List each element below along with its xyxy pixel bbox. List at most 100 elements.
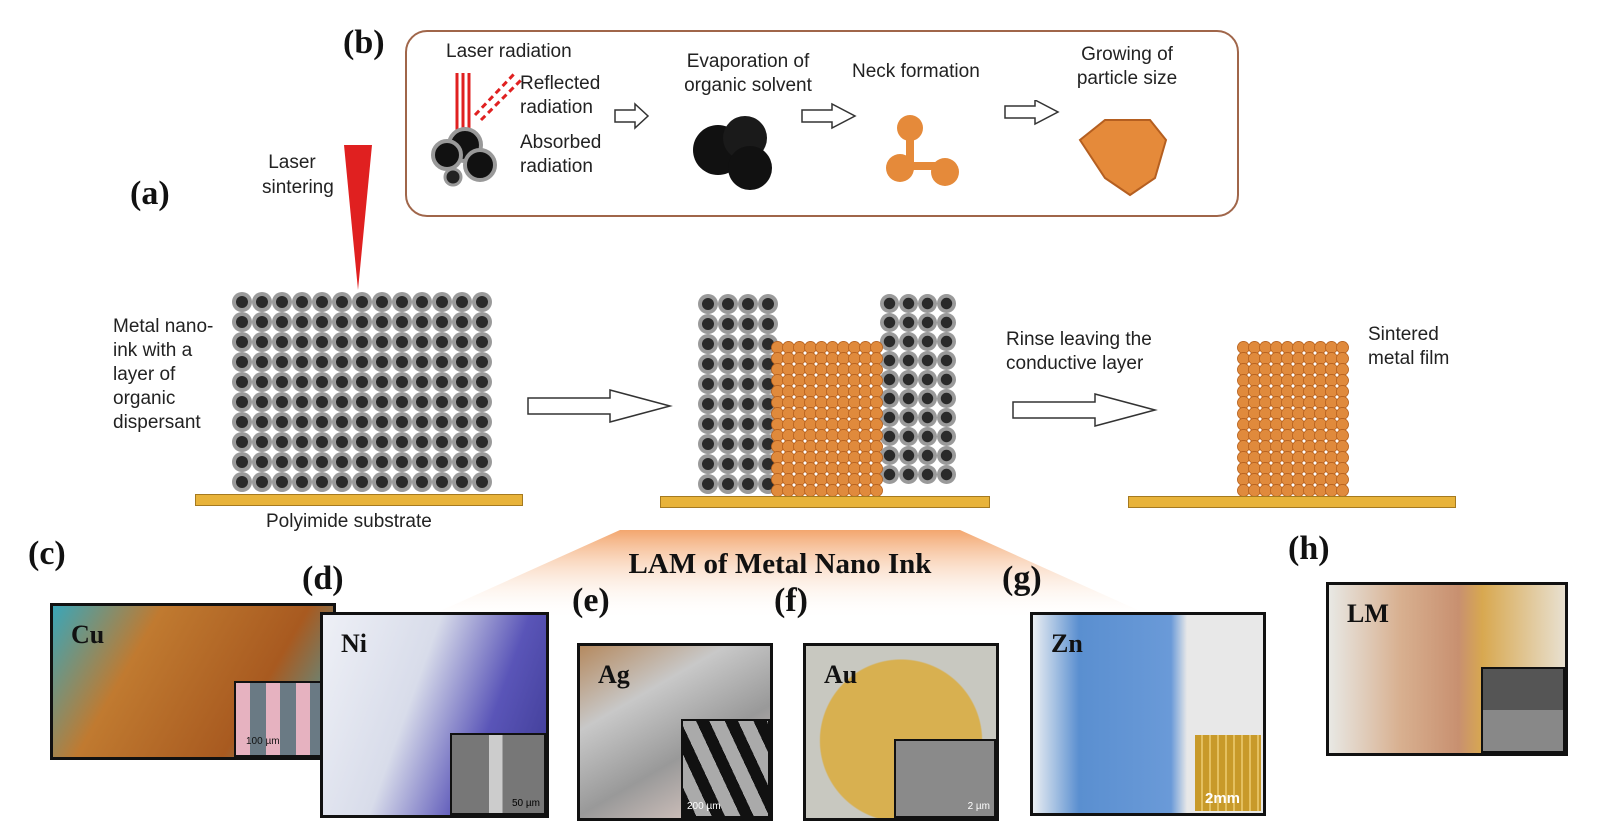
sintered-particle	[837, 451, 850, 464]
sintered-particle	[1303, 451, 1316, 464]
sintered-particle	[804, 484, 817, 497]
sintered-particle	[1259, 451, 1272, 464]
ink-particle-core	[236, 336, 248, 348]
ink-particle-core	[396, 396, 408, 408]
ink-particle-core	[762, 338, 774, 350]
ink-particle-core	[356, 356, 368, 368]
ink-particle-core	[742, 438, 754, 450]
ink-particle-core	[456, 456, 468, 468]
sintered-particle	[793, 418, 806, 431]
ink-particle-core	[256, 376, 268, 388]
ink-particle-core	[256, 316, 268, 328]
ink-particle-core	[883, 373, 896, 386]
sintered-particle	[1292, 462, 1305, 475]
ink-particle-core	[722, 438, 734, 450]
sintered-particle	[804, 473, 817, 486]
ink-particle-core	[883, 411, 896, 424]
sintered-particle	[1259, 440, 1272, 453]
ink-particle-core	[296, 336, 308, 348]
ink-particle-core	[742, 338, 754, 350]
ink-particle-core	[376, 436, 388, 448]
sintered-particle	[870, 429, 883, 442]
ink-particle-core	[940, 468, 953, 481]
material-label: Ag	[598, 660, 630, 689]
sintered-particle	[848, 341, 861, 354]
ink-particle-core	[436, 416, 448, 428]
ink-particle-core	[316, 376, 328, 388]
sintered-particle	[1270, 341, 1283, 354]
ink-particle-core	[742, 398, 754, 410]
panel-label-a: (a)	[130, 175, 170, 212]
ink-particle-core	[296, 316, 308, 328]
ink-particle-core	[416, 296, 428, 308]
sintered-particle	[1303, 385, 1316, 398]
sintered-particle	[1314, 484, 1327, 497]
sintered-particle	[1237, 407, 1250, 420]
ink-particle-core	[316, 416, 328, 428]
sintered-particle	[1303, 484, 1316, 497]
ink-particle-core	[256, 436, 268, 448]
sintered-particle	[1248, 407, 1261, 420]
micrograph-inset: 200 µm	[681, 719, 770, 818]
sintered-particle	[1325, 407, 1338, 420]
ink-particle-core	[883, 316, 896, 329]
ink-particle-core	[356, 476, 368, 488]
sintered-particle	[1314, 374, 1327, 387]
ink-particle-core	[396, 356, 408, 368]
sintered-particle	[1292, 396, 1305, 409]
sintered-particle	[815, 385, 828, 398]
sintered-particle	[804, 396, 817, 409]
ink-particle-core	[336, 356, 348, 368]
material-label: Au	[824, 660, 858, 689]
ink-particle-core	[396, 316, 408, 328]
sintered-particle	[1281, 363, 1294, 376]
sintered-particle	[870, 473, 883, 486]
sintered-particle	[837, 484, 850, 497]
ink-particle-core	[722, 318, 734, 330]
zn-grid-closeup: 2mm	[1195, 735, 1261, 811]
sintered-particle	[815, 363, 828, 376]
sintered-particle	[848, 484, 861, 497]
ink-particle-core	[921, 392, 934, 405]
sintered-particle	[793, 396, 806, 409]
sintered-particle	[848, 352, 861, 365]
sintered-particle	[1292, 407, 1305, 420]
ink-particle-core	[416, 416, 428, 428]
sintered-particle	[859, 374, 872, 387]
substrate-1	[195, 494, 523, 506]
sintered-particle	[804, 440, 817, 453]
ink-particle-core	[921, 449, 934, 462]
sintered-particle	[804, 418, 817, 431]
ink-particle-core	[396, 456, 408, 468]
sintered-particle	[1303, 429, 1316, 442]
ink-particle-core	[702, 358, 714, 370]
sintered-particle	[771, 374, 784, 387]
ink-particle-core	[396, 336, 408, 348]
rinse-arrow-icon	[1012, 393, 1158, 427]
ink-particle-core	[762, 358, 774, 370]
sintered-particle	[1237, 396, 1250, 409]
sintered-particle	[815, 396, 828, 409]
ink-particle-core	[722, 358, 734, 370]
sintered-particle	[1281, 352, 1294, 365]
sintered-particle	[859, 396, 872, 409]
sintered-particle	[793, 462, 806, 475]
sintered-particle	[782, 484, 795, 497]
ink-particle-core	[762, 438, 774, 450]
sintered-particle	[848, 363, 861, 376]
ink-particle-core	[902, 430, 915, 443]
ink-particle-core	[356, 416, 368, 428]
sintered-particle	[1248, 352, 1261, 365]
sintered-particle	[793, 363, 806, 376]
sintered-particle	[848, 473, 861, 486]
sintered-particle	[1303, 418, 1316, 431]
ink-particle-core	[476, 476, 488, 488]
ink-particle-core	[316, 296, 328, 308]
ink-particle-core	[456, 476, 468, 488]
sintered-particle	[804, 374, 817, 387]
ink-particle-core	[762, 298, 774, 310]
ink-particle-core	[702, 298, 714, 310]
ink-particle-core	[356, 396, 368, 408]
sintered-particle	[1314, 363, 1327, 376]
ink-particle-core	[256, 336, 268, 348]
